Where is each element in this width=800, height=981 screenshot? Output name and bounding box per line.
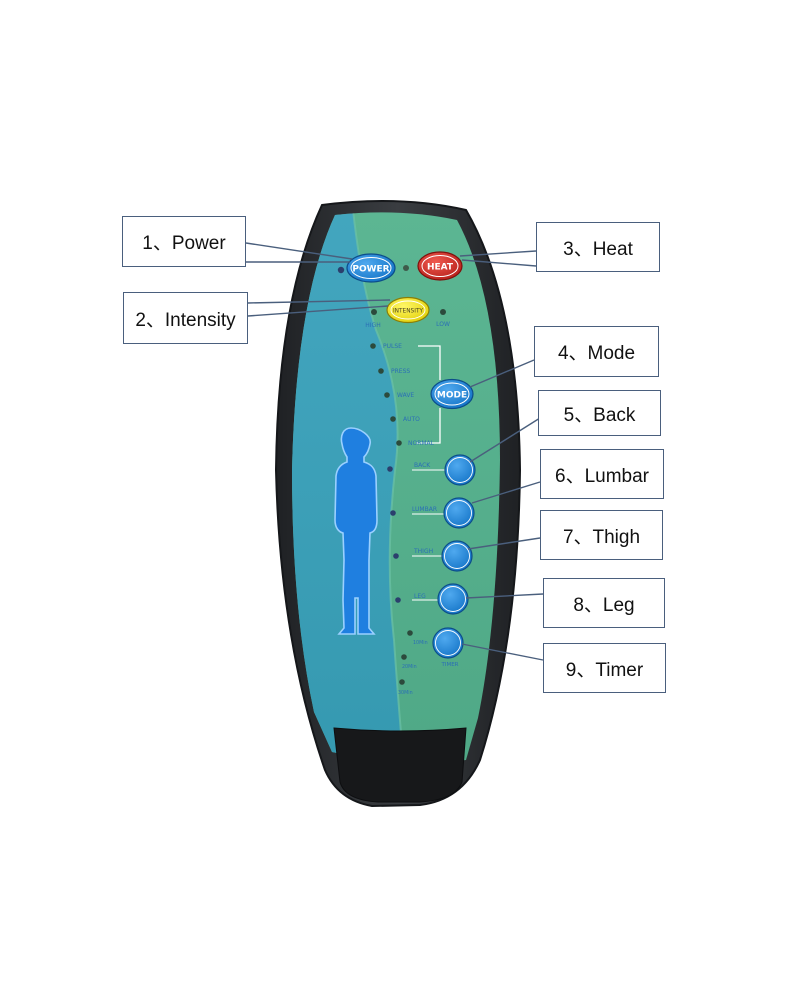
callout-power-label: 1、Power: [142, 233, 226, 254]
mode-item: WAVE: [384, 392, 414, 399]
leader-line-heat: [459, 250, 537, 257]
intensity-button[interactable]: INTENSITY: [386, 296, 430, 324]
timer-option-label: 10Min: [413, 640, 428, 646]
timer-button[interactable]: [432, 627, 464, 659]
leader-line-mode: [469, 359, 535, 388]
leader-line-back: [469, 417, 541, 463]
timer-led: [407, 630, 413, 636]
mode-button-label: MODE: [437, 391, 467, 401]
callout-heat: 3、Heat: [536, 222, 660, 272]
callout-mode-label: 4、Mode: [557, 343, 636, 364]
mode-item: PULSE: [370, 343, 402, 350]
callout-lumbar-label: 6、Lumbar: [555, 465, 649, 487]
callout-mode: 4、Mode: [534, 326, 659, 377]
callout-intensity: 2、Intensity: [123, 292, 248, 344]
callout-intensity-label: 2、Intensity: [135, 309, 236, 331]
leg-label: LEG: [414, 593, 426, 600]
timer-led: [401, 654, 407, 660]
back-led: [387, 466, 393, 472]
leader-line-lumbar: [471, 481, 541, 504]
callout-timer-label: 9、Timer: [565, 659, 644, 681]
back-label: BACK: [414, 462, 431, 469]
timer-option-label: 30Min: [398, 690, 413, 696]
callout-timer: 9、Timer: [543, 643, 666, 693]
mode-item: NORMAL: [396, 440, 435, 447]
callout-back: 5、Back: [538, 390, 661, 436]
callout-heat-label: 3、Heat: [563, 238, 633, 260]
callout-back-label: 5、Back: [563, 404, 636, 426]
leader-line-power: [245, 242, 353, 260]
lumbar-button[interactable]: [443, 497, 475, 529]
thigh-label: THIGH: [413, 548, 433, 555]
timer-led: [399, 679, 405, 685]
heat-button[interactable]: HEAT: [417, 251, 463, 281]
power-button-label: POWER: [352, 265, 389, 275]
thigh-button[interactable]: [441, 540, 473, 572]
timer-option-label: 20Min: [402, 664, 417, 670]
power-button[interactable]: POWER: [346, 253, 396, 283]
mode-item: PRESS: [378, 368, 410, 375]
svg-text:PRESS: PRESS: [391, 368, 410, 375]
leader-lines: [245, 242, 544, 661]
back-button[interactable]: [444, 454, 476, 486]
leg-led: [395, 597, 401, 603]
lumbar-led: [390, 510, 396, 516]
intensity-low-label: LOW: [436, 321, 450, 328]
heat-led: [403, 265, 409, 271]
svg-text:NORMAL: NORMAL: [408, 440, 435, 447]
callout-power: 1、Power: [122, 216, 246, 267]
leader-line-heat: [461, 259, 537, 267]
callout-leg-label: 8、Leg: [573, 594, 635, 616]
lumbar-label: LUMBAR: [412, 506, 437, 513]
leader-line-timer: [461, 643, 544, 661]
callout-thigh-label: 7、Thigh: [562, 526, 641, 548]
remote-bottom-cap: [333, 727, 467, 803]
mode-button[interactable]: MODE: [430, 378, 474, 410]
mode-bracket: [416, 345, 441, 444]
intensity-high-label: HIGH: [365, 322, 380, 329]
leg-button[interactable]: [437, 583, 469, 615]
svg-text:PULSE: PULSE: [383, 343, 402, 350]
intensity-high-led: [371, 309, 377, 315]
leader-line-thigh: [467, 537, 541, 550]
mode-item: AUTO: [390, 416, 420, 423]
timer-label: TIMER: [440, 662, 458, 668]
callout-leg: 8、Leg: [543, 578, 665, 628]
svg-text:WAVE: WAVE: [397, 392, 414, 399]
intensity-low-led: [440, 309, 446, 315]
callout-lumbar: 6、Lumbar: [540, 449, 664, 499]
thigh-led: [393, 553, 399, 559]
power-led: [337, 266, 345, 274]
leader-line-intensity: [247, 299, 391, 304]
mode-list: PULSE PRESS WAVE AUTO NORMAL: [370, 343, 435, 447]
human-figure-icon: [334, 427, 378, 635]
leader-line-leg: [465, 593, 544, 599]
heat-button-label: HEAT: [427, 263, 454, 273]
intensity-button-label: INTENSITY: [393, 309, 424, 315]
leader-line-intensity: [247, 305, 389, 317]
svg-text:AUTO: AUTO: [403, 416, 420, 423]
callout-thigh: 7、Thigh: [540, 510, 663, 560]
